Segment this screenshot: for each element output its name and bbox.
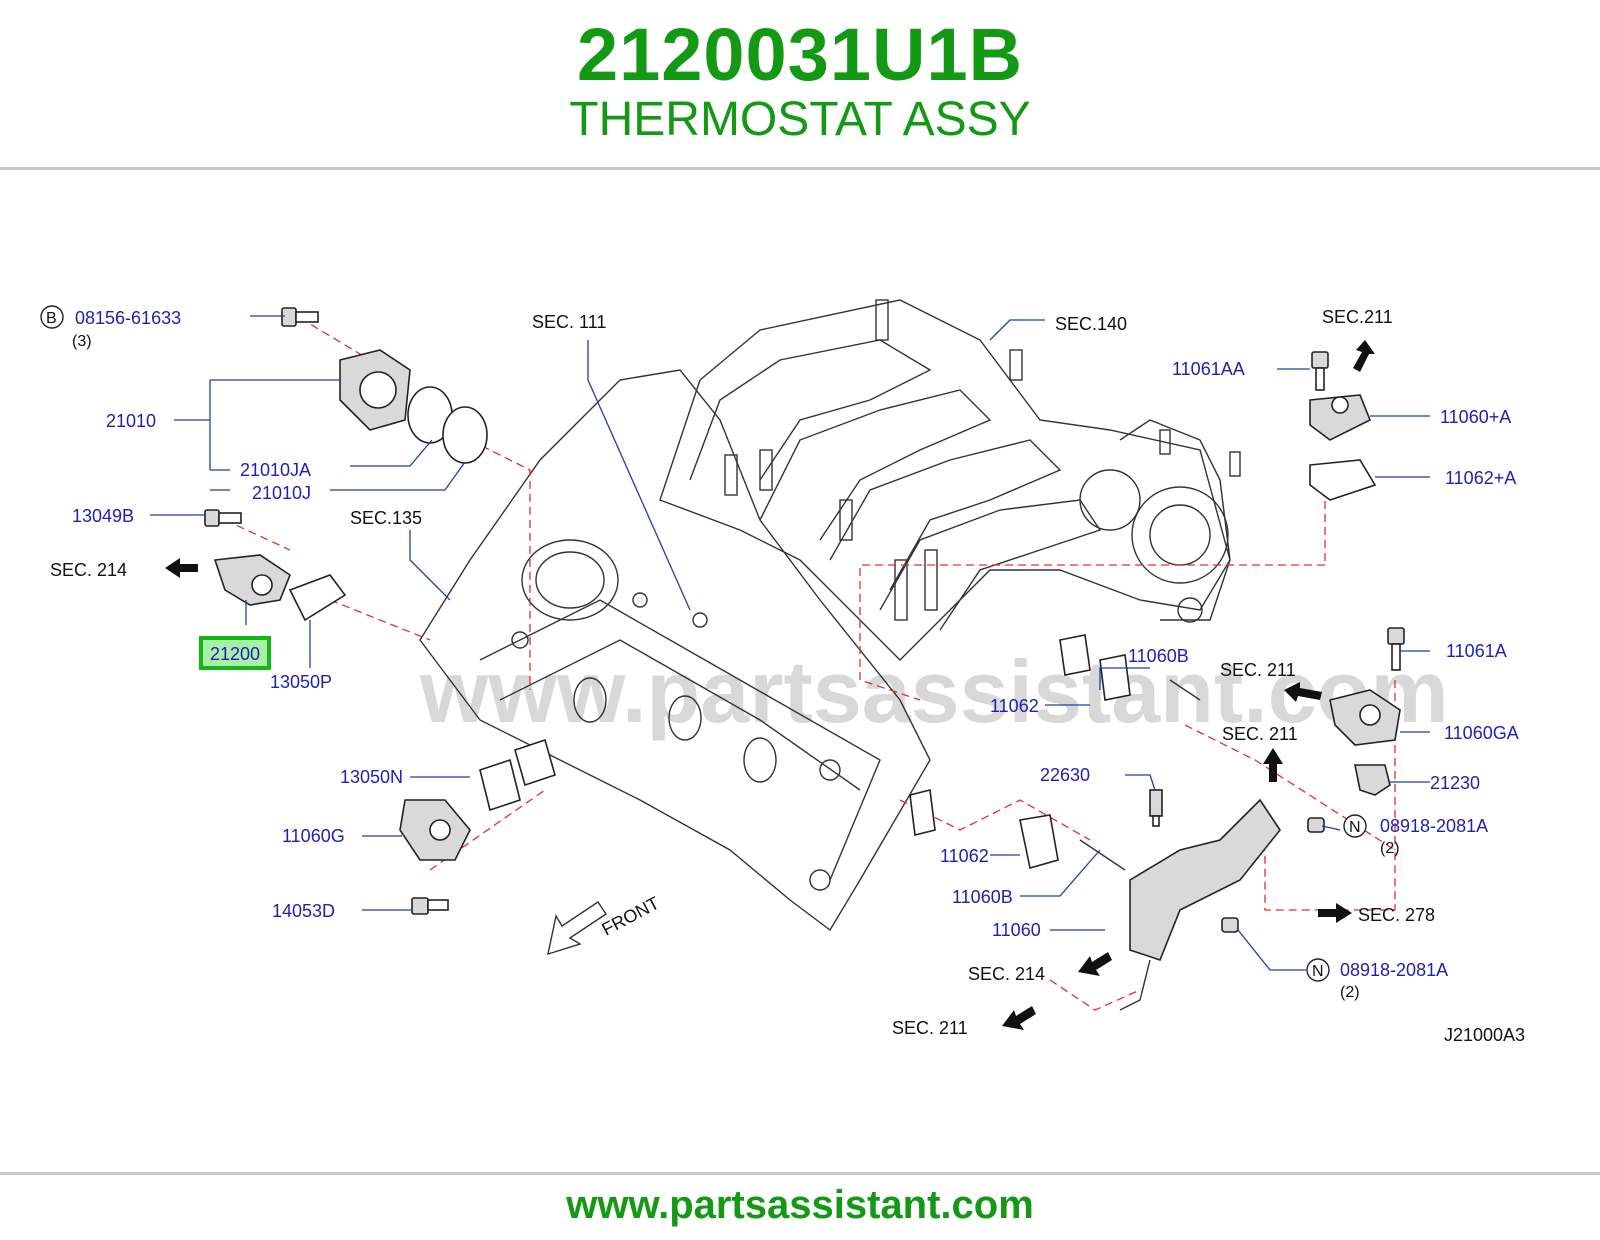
label-11062-upper[interactable]: 11062 — [990, 696, 1039, 716]
label-sec-135[interactable]: SEC.135 — [350, 508, 422, 528]
part-labels: 08156-61633 (3) 21010 21010JA 21010J 130… — [72, 308, 1519, 1001]
arrow-sec278 — [1318, 903, 1352, 923]
arrow-sec211-top — [1353, 340, 1375, 372]
n-marker-circle-2 — [1306, 958, 1330, 982]
label-qty-3: (3) — [72, 333, 92, 350]
footer-divider — [0, 1172, 1600, 1175]
label-21010J[interactable]: 21010J — [252, 483, 311, 503]
n-marker-letter-2: N — [1312, 963, 1324, 980]
n-marker-letter-1: N — [1349, 819, 1361, 836]
label-11060G[interactable]: 11060G — [282, 826, 345, 846]
label-sec-214-bottom[interactable]: SEC. 214 — [968, 964, 1045, 984]
label-08156-61633[interactable]: 08156-61633 — [75, 308, 181, 328]
footer-url-link[interactable]: www.partsassistant.com — [566, 1183, 1034, 1227]
label-sec-211-top[interactable]: SEC.211 — [1322, 307, 1393, 327]
label-22630[interactable]: 22630 — [1040, 765, 1090, 785]
arrow-sec214-bottom — [1078, 952, 1112, 976]
label-11060[interactable]: 11060 — [992, 920, 1041, 940]
label-11061A[interactable]: 11061A — [1446, 641, 1507, 661]
label-11062-lower[interactable]: 11062 — [940, 846, 989, 866]
watermark-text: www.partsassistant.com — [419, 642, 1449, 741]
label-08918-2081A-upper[interactable]: 08918-2081A — [1380, 816, 1488, 836]
label-sec-211-bottom[interactable]: SEC. 211 — [892, 1018, 968, 1038]
n-marker-circle-1 — [1343, 814, 1367, 838]
b-marker-letter: B — [46, 310, 57, 327]
label-qty-2-lower: (2) — [1340, 984, 1360, 1001]
label-11060B-lower[interactable]: 11060B — [952, 887, 1013, 907]
label-sec-140[interactable]: SEC.140 — [1055, 314, 1127, 334]
part-number-title: 2120031U1B — [576, 13, 1024, 96]
label-sec-111[interactable]: SEC. 111 — [532, 312, 606, 332]
header-divider — [0, 167, 1600, 170]
header: 2120031U1B THERMOSTAT ASSY — [0, 0, 1600, 168]
arrow-sec211-bottom — [1002, 1006, 1036, 1030]
label-11060GA[interactable]: 11060GA — [1444, 723, 1519, 743]
label-13050P[interactable]: 13050P — [270, 672, 332, 692]
label-13049B[interactable]: 13049B — [72, 506, 134, 526]
label-11060B-upper[interactable]: 11060B — [1128, 646, 1189, 666]
diagram-code: J21000A3 — [1444, 1025, 1525, 1045]
arrow-sec211-right — [1263, 748, 1283, 782]
label-11060-plus-A[interactable]: 11060+A — [1440, 407, 1511, 427]
label-14053D[interactable]: 14053D — [272, 901, 335, 921]
label-11061AA[interactable]: 11061AA — [1172, 359, 1245, 379]
label-sec-278[interactable]: SEC. 278 — [1358, 905, 1435, 925]
front-label: FRONT — [598, 893, 662, 940]
label-sec-211-mid[interactable]: SEC. 211 — [1220, 660, 1296, 680]
label-21010JA[interactable]: 21010JA — [240, 460, 311, 480]
label-08918-2081A-lower[interactable]: 08918-2081A — [1340, 960, 1448, 980]
part-name-subtitle: THERMOSTAT ASSY — [569, 93, 1031, 146]
label-21010[interactable]: 21010 — [106, 411, 156, 431]
front-arrow-icon — [547, 901, 607, 956]
label-11062-plus-A[interactable]: 11062+A — [1445, 468, 1516, 488]
label-sec-211-right[interactable]: SEC. 211 — [1222, 724, 1298, 744]
b-marker-circle — [40, 305, 64, 329]
label-21230[interactable]: 21230 — [1430, 773, 1480, 793]
direction-arrows — [165, 340, 1375, 1030]
label-13050N[interactable]: 13050N — [340, 767, 403, 787]
engine-illustration — [419, 299, 1241, 932]
label-sec-214-left[interactable]: SEC. 214 — [50, 560, 127, 580]
parts-shapes — [204, 307, 1405, 1011]
arrow-sec214-left — [165, 558, 198, 578]
selected-part-highlight — [199, 636, 271, 670]
arrow-sec211-mid — [1284, 682, 1322, 702]
leader-lines — [150, 315, 1430, 971]
label-21200-selected[interactable]: 21200 — [210, 644, 260, 664]
label-qty-2-upper: (2) — [1380, 840, 1400, 857]
